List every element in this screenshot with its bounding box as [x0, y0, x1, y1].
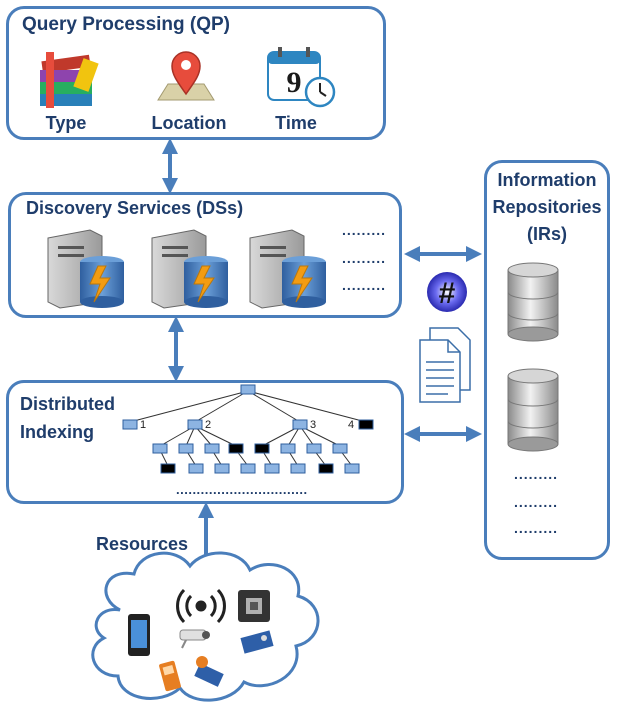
qp-type-label: Type — [45, 113, 87, 133]
handheld-device-icon — [159, 660, 181, 692]
database-icon — [507, 262, 559, 342]
resources-cloud — [91, 551, 320, 702]
query-processing-title: Query Processing (QP) — [22, 14, 231, 35]
ir-title-line1: Information — [497, 170, 597, 190]
location-pin-icon — [157, 51, 215, 101]
server-db-icon — [151, 229, 228, 309]
tree-node — [214, 463, 230, 474]
tree-node-1 — [122, 419, 138, 430]
tree-node — [240, 463, 256, 474]
wireless-signal-icon — [176, 588, 226, 624]
ds-dots-2: ......... — [342, 250, 387, 266]
qp-location-label: Location — [151, 113, 227, 133]
tree-node — [178, 443, 194, 454]
tree-node-label-2: 2 — [205, 419, 211, 431]
tree-node-3 — [292, 419, 308, 430]
tree-node — [306, 443, 322, 454]
tree-node — [204, 443, 220, 454]
tree-node — [228, 443, 244, 454]
tree-node — [254, 443, 270, 454]
sensor-module-icon — [194, 656, 224, 687]
ir-dots-1: ......... — [514, 466, 559, 482]
ds-dots-3: ......... — [342, 277, 387, 293]
tree-node-label-4: 4 — [348, 419, 354, 431]
smartphone-icon — [128, 614, 150, 656]
tree-node — [264, 463, 280, 474]
tree-node — [332, 443, 348, 454]
discovery-services-title: Discovery Services (DSs) — [26, 198, 244, 218]
server-db-icon — [47, 229, 124, 309]
ir-dots-2: ......... — [514, 494, 559, 510]
type-icon — [40, 52, 99, 108]
tree-node-2 — [187, 419, 203, 430]
calendar-clock-icon: 9 — [267, 47, 336, 108]
distributed-indexing-title-line1: Distributed — [20, 394, 116, 414]
tree-root-node — [240, 384, 256, 395]
distributed-indexing-title-line2: Indexing — [20, 422, 95, 442]
ds-dots-1: ......... — [342, 222, 387, 238]
hash-icon: # — [427, 272, 467, 312]
tree-node-label-3: 3 — [310, 419, 316, 431]
tree-node-4 — [358, 419, 374, 430]
ir-title-line2: Repositories — [492, 197, 602, 217]
tree-node — [290, 463, 306, 474]
resources-label: Resources — [96, 534, 189, 554]
server-db-icon — [249, 229, 326, 309]
database-icon — [507, 368, 559, 452]
sensor-board-icon — [240, 630, 274, 654]
tree-node — [152, 443, 168, 454]
ir-title-line3: (IRs) — [527, 224, 567, 244]
documents-icon — [419, 327, 471, 403]
tree-node — [188, 463, 204, 474]
rfid-chip-icon — [238, 590, 270, 622]
hash-symbol: # — [439, 277, 456, 310]
tree-node — [160, 463, 176, 474]
tree-node — [318, 463, 334, 474]
information-repositories-box — [484, 160, 610, 560]
camera-sensor-icon — [179, 629, 210, 649]
distributed-indexing-box — [6, 380, 404, 504]
tree-node — [344, 463, 360, 474]
qp-time-label: Time — [275, 113, 317, 133]
ir-dots-3: ......... — [514, 520, 559, 536]
tree-node — [280, 443, 296, 454]
calendar-day-text: 9 — [287, 66, 302, 99]
index-dots: ................................ — [176, 482, 308, 497]
tree-node-label-1: 1 — [140, 419, 146, 431]
